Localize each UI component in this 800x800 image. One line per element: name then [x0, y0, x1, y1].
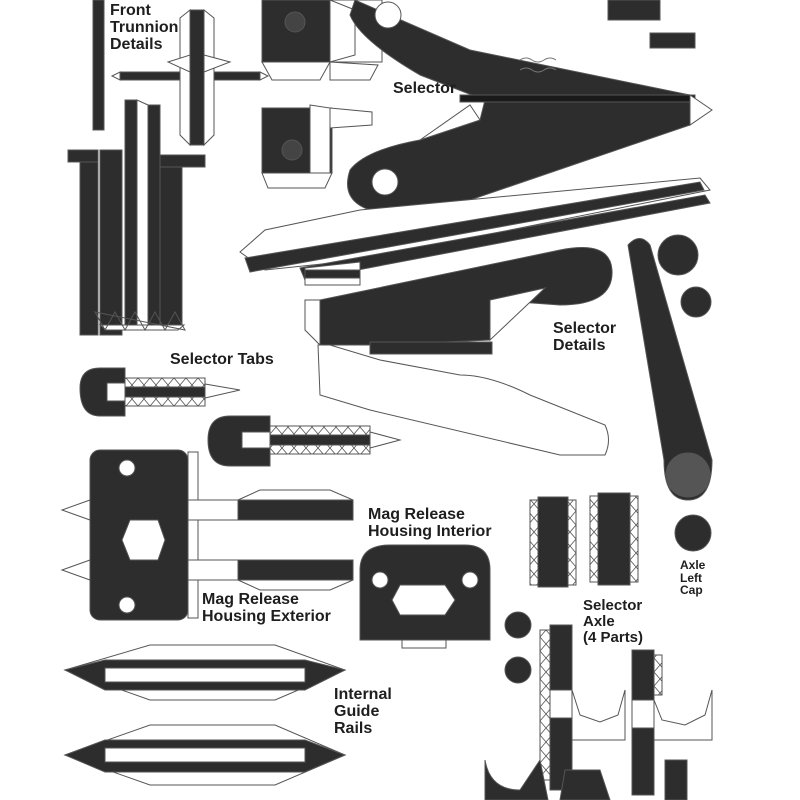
label-front-trunnion-details: Front Trunnion Details	[110, 2, 179, 53]
selector-tabs-parts	[79, 367, 402, 467]
label-selector-axle: Selector Axle (4 Parts)	[583, 597, 644, 646]
mag-release-interior-parts	[359, 544, 491, 649]
internal-guide-rails-parts	[63, 644, 347, 786]
label-internal-guide-rails: Internal Guide Rails	[334, 686, 392, 737]
label-selector-tabs: Selector Tabs	[170, 351, 274, 368]
selector-axle-parts	[484, 492, 713, 800]
label-mag-release-housing-exterior: Mag Release Housing Exterior	[202, 591, 331, 625]
selector-details-parts	[304, 234, 713, 552]
mag-release-exterior-parts	[60, 449, 354, 621]
sawtooth-strips	[239, 177, 711, 286]
label-selector: Selector	[393, 80, 457, 97]
label-selector-details: Selector Details	[553, 320, 617, 354]
label-mag-release-housing-interior: Mag Release Housing Interior	[368, 506, 492, 540]
label-axle-left-cap: Axle Left Cap	[680, 558, 706, 598]
selector-parts	[261, 0, 713, 211]
front-trunnion-parts	[67, 0, 270, 336]
